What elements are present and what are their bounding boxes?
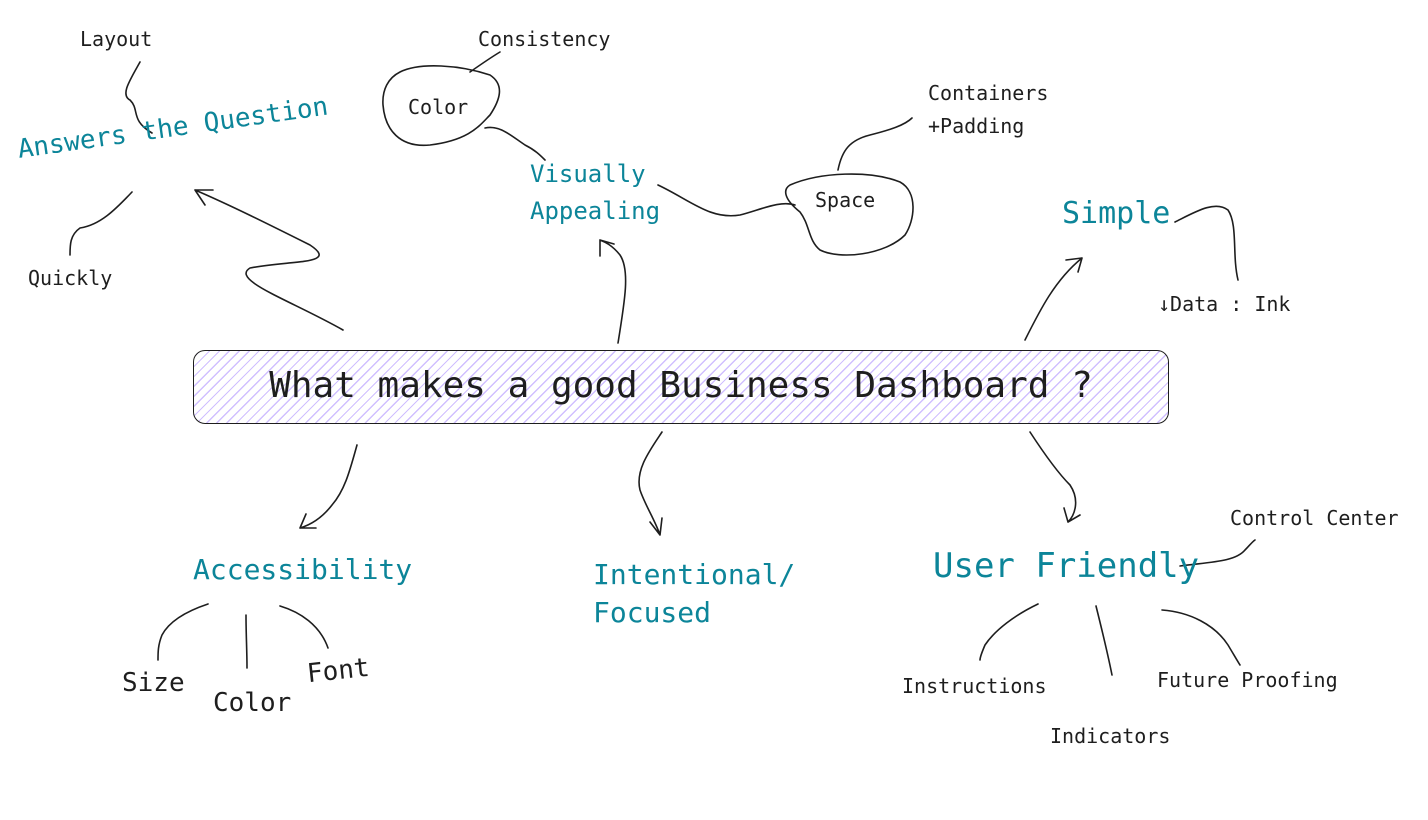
branch-user-friendly: User Friendly (933, 546, 1200, 586)
arrow-to-user-friendly (1029, 431, 1081, 523)
line-future (1161, 609, 1241, 666)
line-color-visual (484, 126, 546, 161)
line-layout (125, 61, 153, 134)
leaf-data-ink: ↓Data : Ink (1158, 292, 1291, 316)
leaf-indicators: Indicators (1050, 724, 1171, 748)
leaf-padding: +Padding (928, 114, 1025, 138)
leaf-layout: Layout (80, 27, 153, 51)
arrow-to-intentional (638, 431, 663, 536)
color-blob (382, 65, 501, 147)
arrow-to-simple (1024, 257, 1083, 341)
arrow-to-visual (599, 239, 627, 344)
leaf-space: Space (815, 188, 876, 212)
space-blob (784, 173, 914, 256)
line-control-center (1179, 539, 1256, 567)
line-consistency (469, 51, 501, 73)
leaf-control-center: Control Center (1230, 506, 1399, 530)
branch-accessibility: Accessibility (193, 553, 413, 586)
line-simple-data (1174, 205, 1239, 281)
branch-appealing: Appealing (530, 197, 661, 225)
branch-visually: Visually (530, 160, 646, 188)
central-topic-title: What makes a good Business Dashboard ? (269, 365, 1093, 406)
line-visual-space (657, 184, 796, 217)
leaf-instructions: Instructions (902, 674, 1047, 698)
line-font (279, 605, 329, 649)
central-topic-box: What makes a good Business Dashboard ? (193, 350, 1169, 424)
leaf-color: Color (408, 95, 469, 119)
line-indicators (1095, 605, 1113, 676)
leaf-future-proofing: Future Proofing (1157, 668, 1338, 692)
line-quickly (69, 191, 133, 256)
branch-intentional: Intentional/ (593, 558, 796, 591)
line-size (157, 603, 209, 661)
line-space-containers (837, 117, 913, 171)
branch-simple: Simple (1062, 196, 1171, 231)
leaf-containers: Containers (928, 81, 1049, 105)
leaf-consistency: Consistency (478, 27, 611, 51)
leaf-font: Font (305, 652, 371, 690)
branch-focused: Focused (593, 596, 712, 629)
line-color-acc (245, 614, 248, 669)
line-instructions (979, 603, 1039, 661)
arrow-to-accessibility (299, 444, 358, 529)
leaf-size: Size (122, 668, 185, 698)
leaf-color-accessibility: Color (213, 688, 292, 718)
leaf-quickly: Quickly (28, 266, 113, 290)
arrow-to-answers (194, 189, 344, 331)
